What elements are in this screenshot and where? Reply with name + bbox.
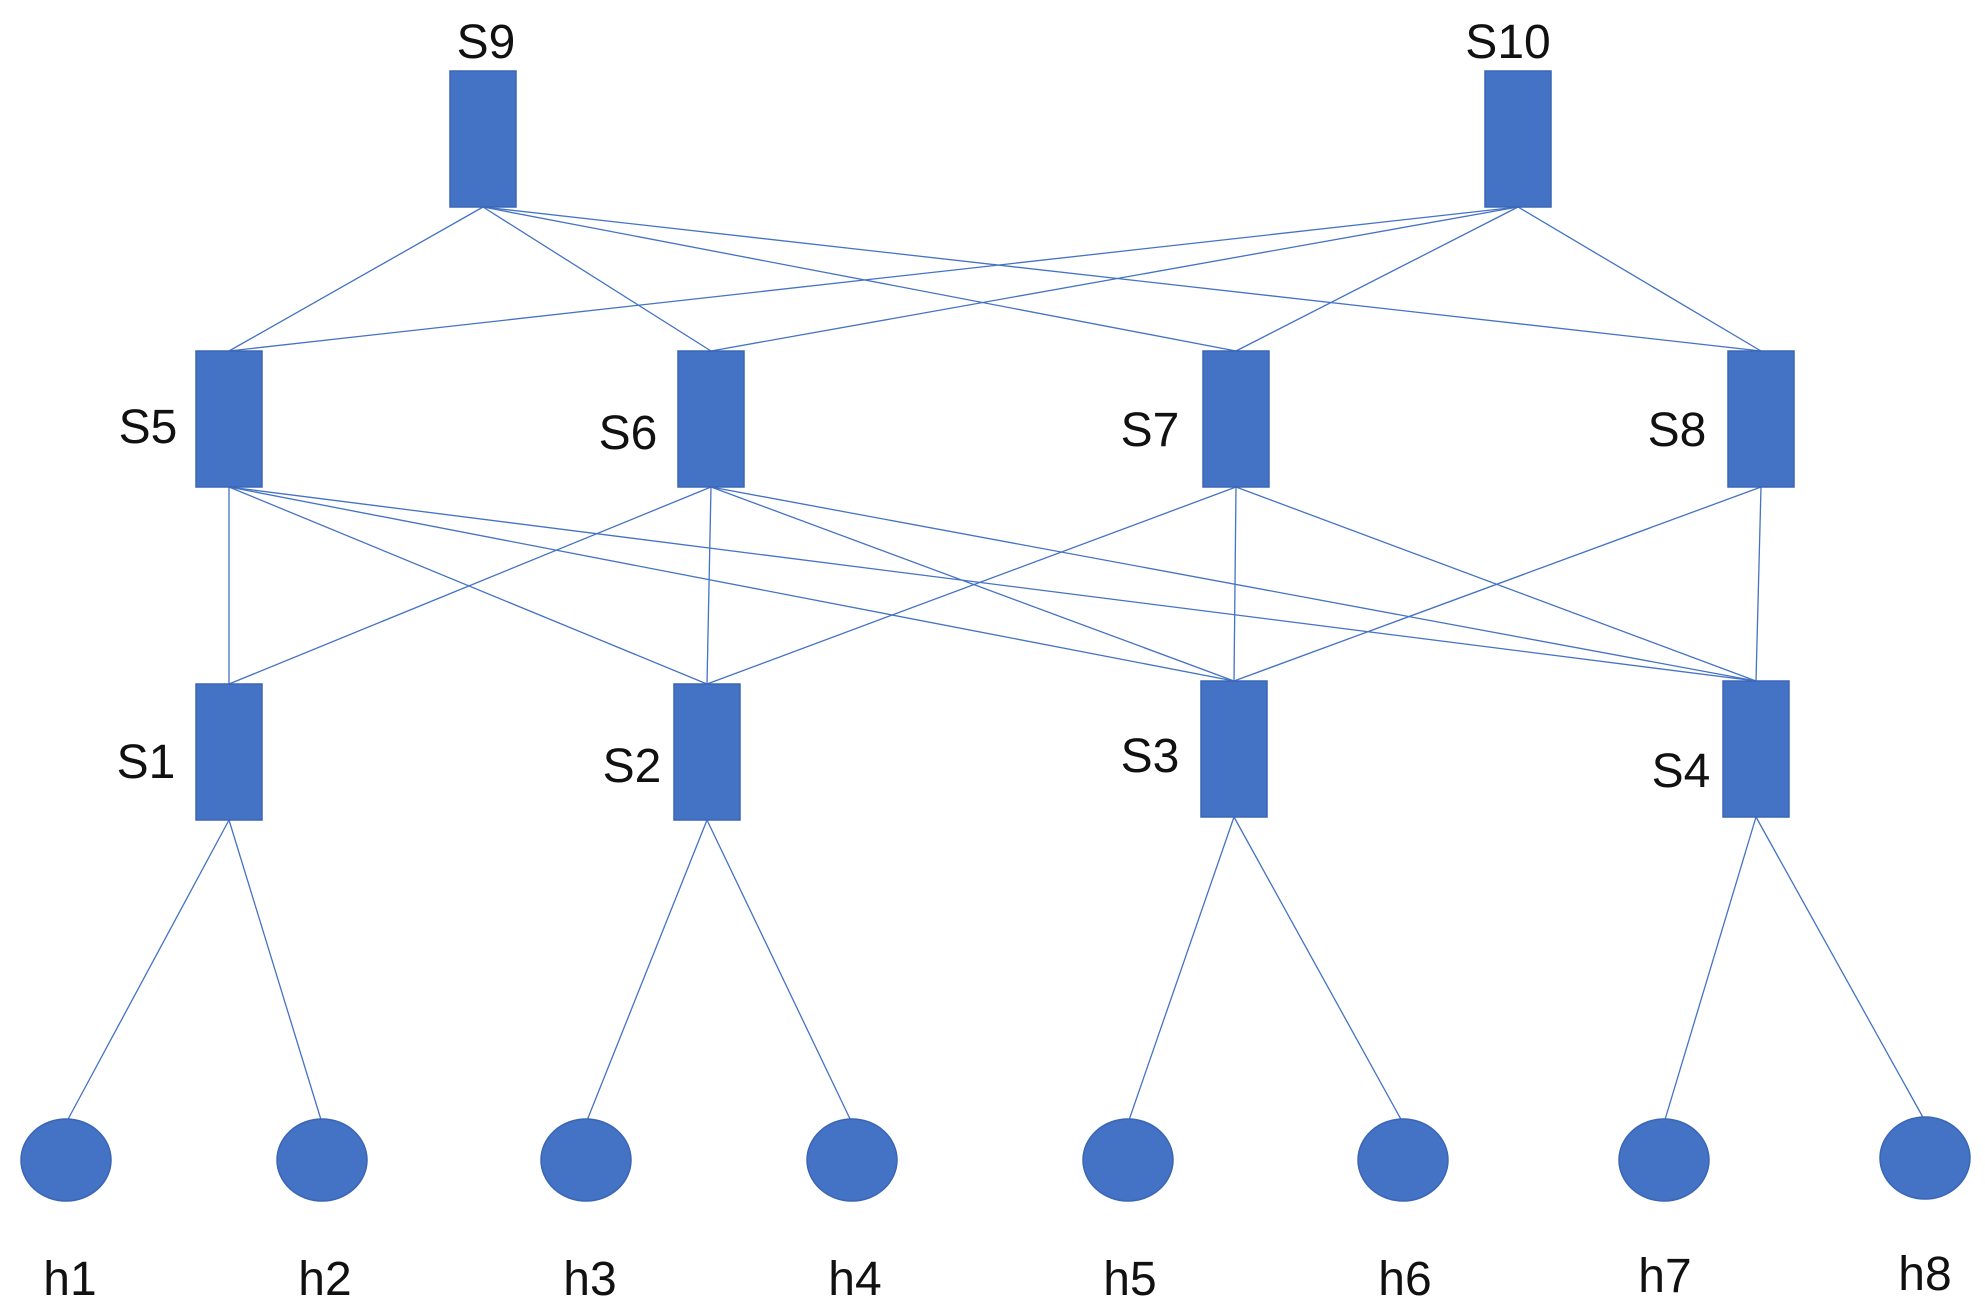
host-h6 <box>1357 1118 1449 1202</box>
link-s8-s3 <box>1233 486 1762 682</box>
switch-label-s5: S5 <box>119 401 178 454</box>
host-label-h3: h3 <box>563 1253 616 1306</box>
link-s3-h6 <box>1233 816 1404 1124</box>
link-s10-s6 <box>710 206 1519 352</box>
host-label-h7: h7 <box>1638 1250 1691 1303</box>
switch-s1 <box>195 683 263 821</box>
link-s10-s8 <box>1517 206 1762 352</box>
switch-s3 <box>1200 680 1268 818</box>
host-h4 <box>806 1118 898 1202</box>
link-s8-s4 <box>1755 486 1762 682</box>
link-s10-s5 <box>228 206 1519 352</box>
link-s6-s2 <box>706 486 712 685</box>
link-s5-s2 <box>228 486 708 685</box>
host-label-h1: h1 <box>43 1253 96 1306</box>
host-label-h2: h2 <box>298 1253 351 1306</box>
host-label-h5: h5 <box>1103 1253 1156 1306</box>
host-h8 <box>1879 1116 1971 1200</box>
link-s9-s8 <box>482 206 1762 352</box>
host-h1 <box>20 1118 112 1202</box>
switch-label-s1: S1 <box>117 736 176 789</box>
switch-label-s8: S8 <box>1648 404 1707 457</box>
nodes-layer <box>20 70 1971 1202</box>
host-h3 <box>540 1118 632 1202</box>
switch-label-s4: S4 <box>1652 745 1711 798</box>
link-s5-s4 <box>228 486 1757 682</box>
switch-s8 <box>1727 350 1795 488</box>
link-s7-s3 <box>1233 486 1237 682</box>
switch-s6 <box>677 350 745 488</box>
switch-s5 <box>195 350 263 488</box>
host-h5 <box>1082 1118 1174 1202</box>
link-s9-s7 <box>482 206 1237 352</box>
link-s5-s3 <box>228 486 1235 682</box>
host-h2 <box>276 1118 368 1202</box>
switch-label-s6: S6 <box>599 407 658 460</box>
switch-s4 <box>1722 680 1790 818</box>
link-s9-s6 <box>482 206 712 352</box>
switch-s2 <box>673 683 741 821</box>
link-s4-h8 <box>1755 816 1926 1122</box>
link-s1-h1 <box>65 819 230 1124</box>
link-s9-s5 <box>228 206 484 352</box>
link-s2-h4 <box>706 819 853 1124</box>
host-h7 <box>1618 1118 1710 1202</box>
link-s3-h5 <box>1127 816 1235 1124</box>
switch-label-s2: S2 <box>603 740 662 793</box>
switch-s7 <box>1202 350 1270 488</box>
links-layer <box>65 206 1926 1124</box>
switch-s9 <box>449 70 517 208</box>
host-label-h4: h4 <box>828 1253 881 1306</box>
link-s10-s7 <box>1235 206 1519 352</box>
switch-label-s3: S3 <box>1121 730 1180 783</box>
link-s1-h2 <box>228 819 323 1124</box>
link-s6-s4 <box>710 486 1757 682</box>
host-label-h8: h8 <box>1898 1248 1951 1301</box>
link-s4-h7 <box>1663 816 1757 1124</box>
switch-label-s10: S10 <box>1465 16 1550 69</box>
host-label-h6: h6 <box>1378 1253 1431 1306</box>
switch-label-s9: S9 <box>457 16 516 69</box>
switch-s10 <box>1484 70 1552 208</box>
link-s2-h3 <box>585 819 708 1124</box>
link-s6-s1 <box>228 486 712 685</box>
link-s7-s2 <box>706 486 1237 685</box>
link-s6-s3 <box>710 486 1235 682</box>
switch-label-s7: S7 <box>1121 404 1180 457</box>
